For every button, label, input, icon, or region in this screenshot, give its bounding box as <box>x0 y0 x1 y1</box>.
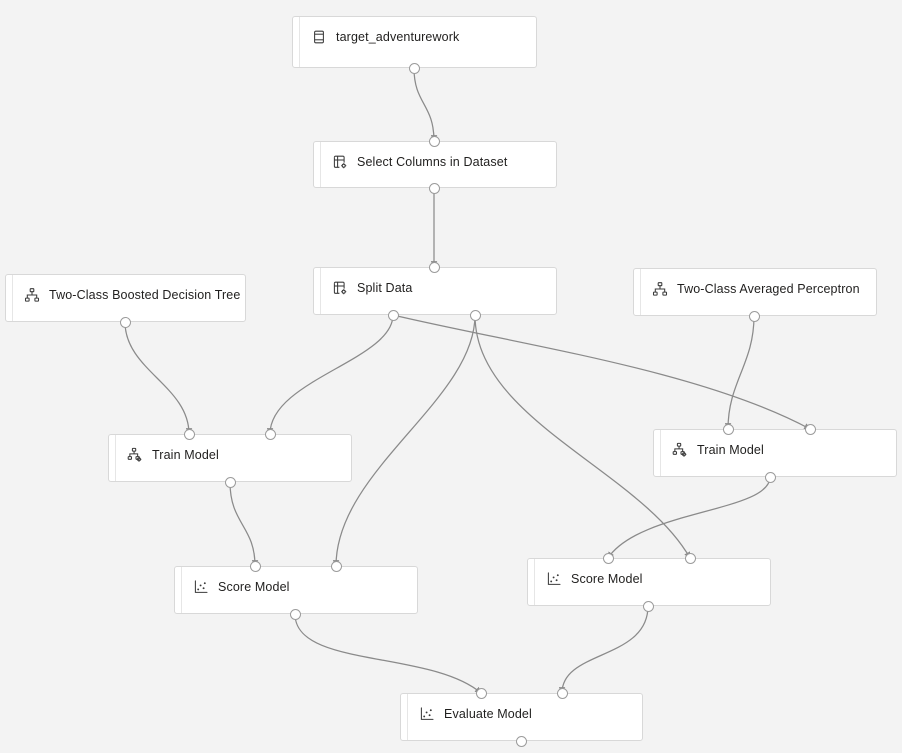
node-accent-stripe <box>528 559 535 605</box>
input-port-train-model-right-0[interactable] <box>722 423 734 435</box>
edge-train-model-right-to-score-model-right[interactable] <box>607 476 771 559</box>
node-title: Score Model <box>571 572 643 586</box>
output-port-score-model-left-0[interactable] <box>289 608 301 620</box>
node-score-model-right[interactable]: Score Model <box>527 558 771 606</box>
input-port-train-model-left-0[interactable] <box>183 428 195 440</box>
output-port-score-model-right-0[interactable] <box>642 600 654 612</box>
node-accent-stripe <box>293 17 300 67</box>
edge-split-data-to-score-model-left[interactable] <box>332 314 476 567</box>
node-title: target_adventurework <box>336 30 460 44</box>
scatter-icon <box>419 706 435 722</box>
hierarchy-icon <box>652 281 668 297</box>
node-title: Select Columns in Dataset <box>357 155 508 169</box>
node-accent-stripe <box>175 567 182 613</box>
node-split-data[interactable]: Split Data <box>313 267 557 315</box>
node-title: Score Model <box>218 580 290 594</box>
node-title: Evaluate Model <box>444 707 532 721</box>
hierarchy-settings-icon <box>672 442 688 458</box>
node-train-model-right[interactable]: Train Model <box>653 429 897 477</box>
node-header: Score Model <box>535 559 653 587</box>
edge-score-model-right-to-evaluate-model[interactable] <box>558 605 649 694</box>
input-port-split-data-0[interactable] <box>428 261 440 273</box>
edge-train-model-left-to-score-model-left[interactable] <box>229 481 259 567</box>
hierarchy-icon <box>24 287 40 303</box>
node-header: Two-Class Boosted Decision Tree <box>13 275 245 303</box>
node-title: Split Data <box>357 281 413 295</box>
node-header: Evaluate Model <box>408 694 542 722</box>
node-accent-stripe <box>634 269 641 315</box>
output-port-evaluate-model-0[interactable] <box>515 735 527 747</box>
node-title: Train Model <box>152 448 219 462</box>
node-evaluate-model[interactable]: Evaluate Model <box>400 693 643 741</box>
node-score-model-left[interactable]: Score Model <box>174 566 418 614</box>
output-port-averaged-perceptron-0[interactable] <box>748 310 760 322</box>
node-title: Two-Class Boosted Decision Tree <box>49 288 241 302</box>
node-header: Select Columns in Dataset <box>321 142 517 170</box>
input-port-evaluate-model-1[interactable] <box>556 687 568 699</box>
scatter-icon <box>546 571 562 587</box>
node-title: Two-Class Averaged Perceptron <box>677 282 860 296</box>
input-port-score-model-right-0[interactable] <box>602 552 614 564</box>
output-port-train-model-right-0[interactable] <box>764 471 776 483</box>
output-port-split-data-0[interactable] <box>387 309 399 321</box>
output-port-train-model-left-0[interactable] <box>224 476 236 488</box>
output-port-split-data-1[interactable] <box>469 309 481 321</box>
node-header: Split Data <box>321 268 422 296</box>
node-accent-stripe <box>314 268 321 314</box>
node-header: target_adventurework <box>300 17 469 45</box>
node-header: Score Model <box>182 567 300 595</box>
node-accent-stripe <box>314 142 321 187</box>
node-averaged-perceptron[interactable]: Two-Class Averaged Perceptron <box>633 268 877 316</box>
edge-split-data-to-train-model-left[interactable] <box>266 314 394 435</box>
edge-score-model-left-to-evaluate-model[interactable] <box>294 613 482 694</box>
node-accent-stripe <box>109 435 116 481</box>
table-settings-icon <box>332 154 348 170</box>
database-icon <box>311 29 327 45</box>
table-settings-icon <box>332 280 348 296</box>
scatter-icon <box>193 579 209 595</box>
node-accent-stripe <box>401 694 408 740</box>
node-header: Train Model <box>661 430 774 458</box>
node-dataset[interactable]: target_adventurework <box>292 16 537 68</box>
node-title: Train Model <box>697 443 764 457</box>
node-accent-stripe <box>6 275 13 321</box>
node-accent-stripe <box>654 430 661 476</box>
input-port-train-model-right-1[interactable] <box>804 423 816 435</box>
input-port-select-columns-0[interactable] <box>428 135 440 147</box>
input-port-evaluate-model-0[interactable] <box>475 687 487 699</box>
node-header: Two-Class Averaged Perceptron <box>641 269 870 297</box>
hierarchy-settings-icon <box>127 447 143 463</box>
node-select-columns[interactable]: Select Columns in Dataset <box>313 141 557 188</box>
edge-split-data-to-train-model-right[interactable] <box>392 314 811 430</box>
node-header: Train Model <box>116 435 229 463</box>
input-port-score-model-left-1[interactable] <box>330 560 342 572</box>
input-port-train-model-left-1[interactable] <box>264 428 276 440</box>
node-boosted-tree[interactable]: Two-Class Boosted Decision Tree <box>5 274 246 322</box>
input-port-score-model-left-0[interactable] <box>249 560 261 572</box>
edge-averaged-perceptron-to-train-model-right[interactable] <box>724 315 755 430</box>
edge-dataset-to-select-columns[interactable] <box>413 67 438 142</box>
edge-boosted-tree-to-train-model-left[interactable] <box>124 321 193 435</box>
input-port-score-model-right-1[interactable] <box>684 552 696 564</box>
output-port-boosted-tree-0[interactable] <box>119 316 131 328</box>
output-port-dataset-0[interactable] <box>408 62 420 74</box>
node-train-model-left[interactable]: Train Model <box>108 434 352 482</box>
output-port-select-columns-0[interactable] <box>428 182 440 194</box>
